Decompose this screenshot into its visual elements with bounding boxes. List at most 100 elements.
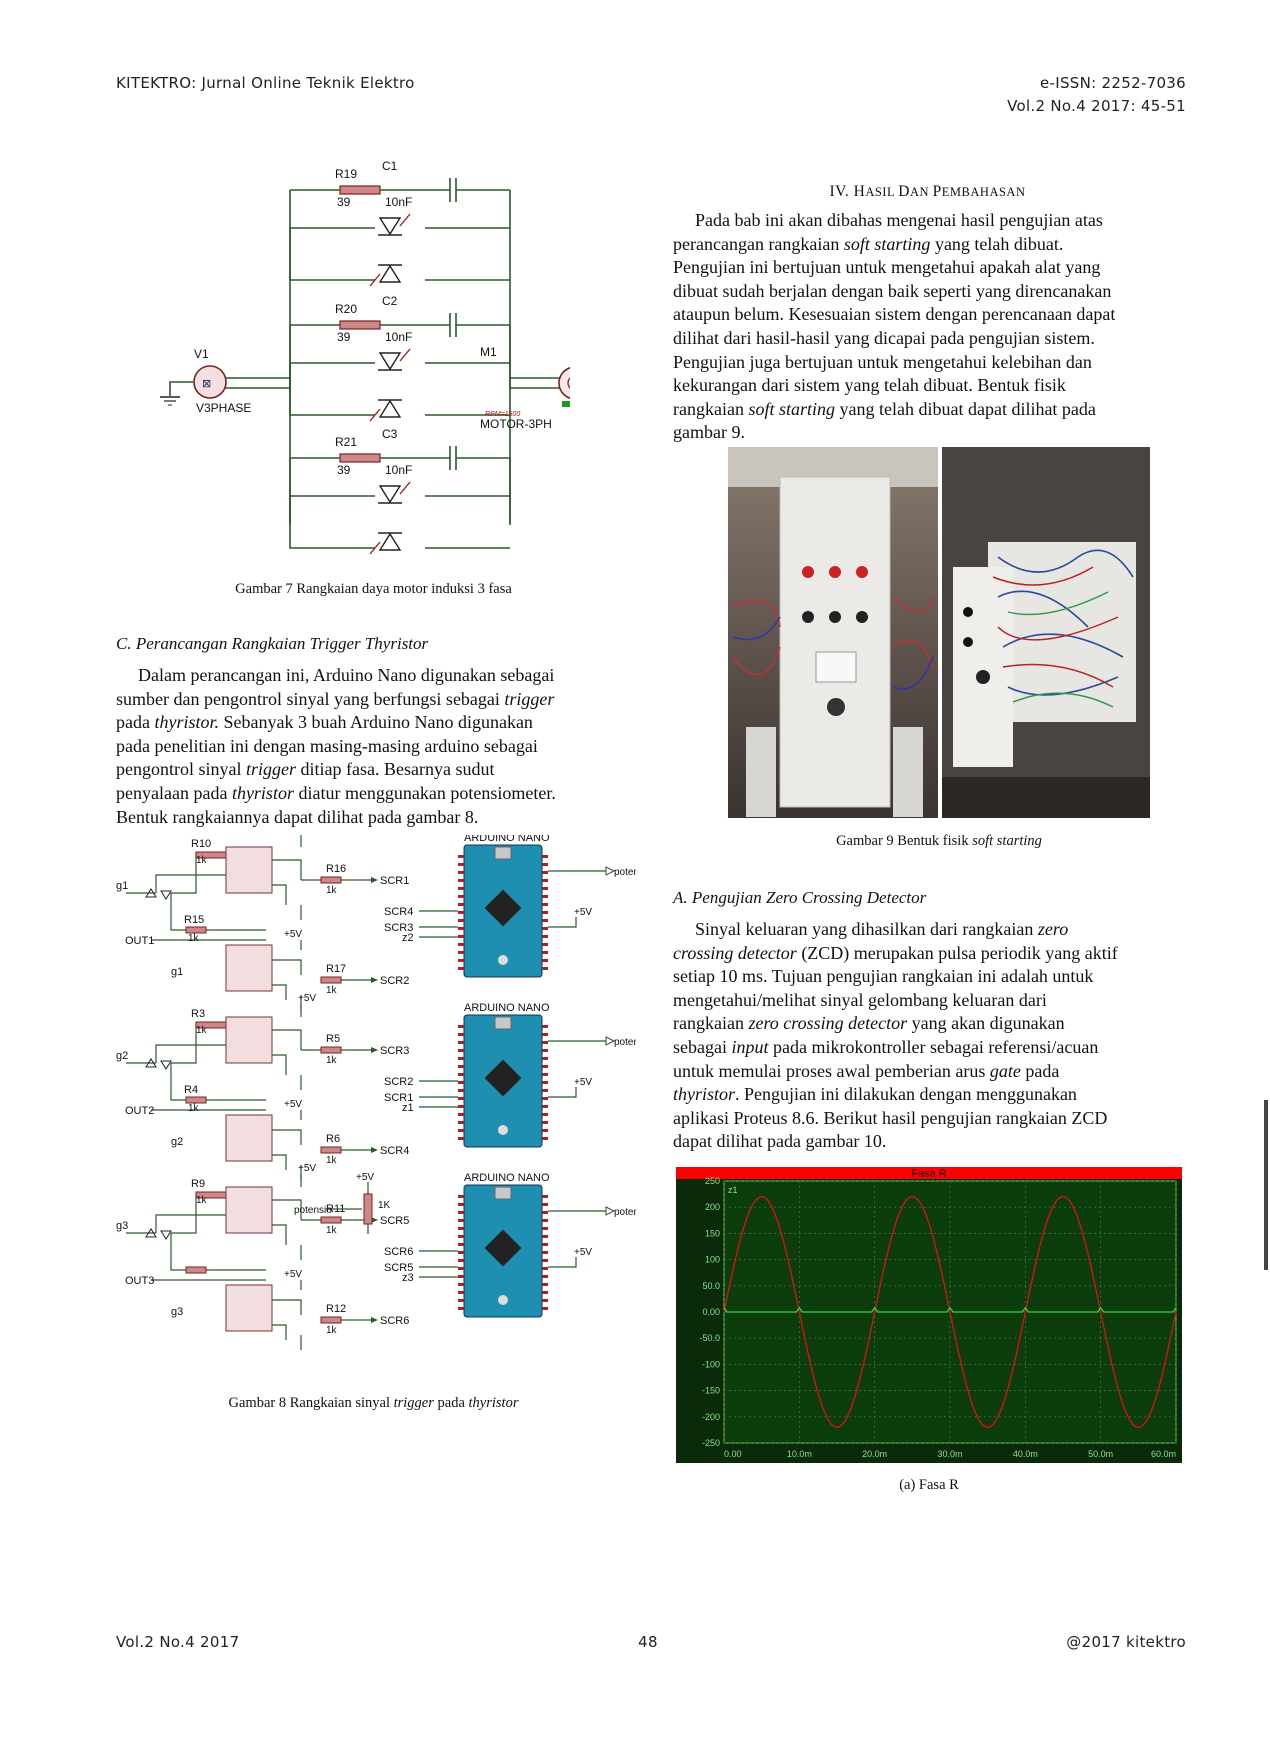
pin [458,863,464,866]
pin [458,1267,464,1270]
net-label: OUT1 [125,935,154,947]
pin [542,1307,548,1310]
text-line: Pengujian juga bertujuan untuk mengetahu… [673,351,1092,372]
pin [458,1195,464,1198]
pin [542,943,548,946]
pin [458,1291,464,1294]
resistor-label: R9 [191,1178,205,1190]
text-line: ataupun belum. Kesesuaian sistem dengan … [673,304,1116,325]
nano-title: ARDUINO NANO [464,1002,550,1014]
arrow [371,1217,378,1223]
pin [542,1211,548,1214]
resistor [320,1146,342,1154]
title-bar [676,1167,1182,1179]
net-label: OUT3 [125,1275,154,1287]
wire [548,917,577,928]
text-line: sumber dan pengontrol sinyal yang berfun… [116,688,555,709]
wire [419,910,458,938]
r21-value: 39 [337,463,351,477]
c3-value: 10nF [385,463,412,477]
wire [126,1194,266,1234]
resistor [185,926,207,934]
pin [542,959,548,962]
text-line: aplikasi Proteus 8.6. Berikut hasil peng… [673,1107,1108,1128]
scr-label: SCR5 [384,1262,413,1274]
text-line: Sinyal keluaran yang dihasilkan dari ran… [695,919,1069,939]
pin [542,967,548,970]
c1-value: 10nF [385,195,412,209]
pin [458,903,464,906]
series-line [723,1306,1177,1313]
diode [160,1230,172,1240]
wire [300,1005,321,1120]
pin [542,1081,548,1084]
pin [458,951,464,954]
y-tick-label: 200 [705,1202,720,1212]
pin [458,1227,464,1230]
pin [458,927,464,930]
v1-name: V3PHASE [196,401,251,415]
wire [272,1199,302,1260]
chart-title: Fasa R [911,1168,947,1180]
pin [542,951,548,954]
pin [458,1065,464,1068]
usb-port [494,846,512,860]
vcc-label: +5V [284,1099,302,1110]
pin [542,1267,548,1270]
pin [542,1283,548,1286]
y-tick-label: -150 [702,1386,720,1396]
c3-label: C3 [382,427,398,441]
net-label: g3 [116,1220,128,1232]
vcc-label: +5V [284,1269,302,1280]
trigger-block: R91kg3OUT3g3+5V+5VR111kR121kSCR5SCR6ARDU… [116,1163,636,1350]
pot-value: 1K [378,1200,391,1211]
rpm-label: RPM=1500 [485,411,520,418]
reset-button [498,1125,508,1135]
scr-label: SCR2 [384,1076,413,1088]
reset-button [498,1295,508,1305]
section-c-paragraph: Dalam perancangan ini, Arduino Nano digu… [116,664,626,829]
resistor-value: 1k [326,885,338,896]
series-line [723,1196,1177,1428]
arrow [371,977,378,983]
text-line: mengetahui/melihat sinyal gelombang kelu… [673,989,1047,1010]
c1-label: C1 [382,160,398,173]
pin [542,1065,548,1068]
series-label: z1 [728,1185,738,1195]
text-line: sebagai input pada mikrokontroller sebag… [673,1036,1099,1057]
pin [542,1275,548,1278]
pin [542,903,548,906]
pin [542,1243,548,1246]
pin [458,1049,464,1052]
pin [458,1211,464,1214]
text-line: Bentuk rangkaiannya dapat dilihat pada g… [116,806,479,827]
pin [542,1089,548,1092]
figure-7-caption: Gambar 7 Rangkaian daya motor induksi 3 … [235,581,512,597]
wire [419,1250,458,1278]
resistor [320,1216,342,1224]
figure-10-caption: (a) Fasa R [899,1477,959,1493]
text-line: Pengujian ini bertujuan untuk mengetahui… [673,257,1101,278]
pin [458,1243,464,1246]
x-tick-label: 0.00 [724,1449,742,1459]
wire [272,859,302,920]
resistor [185,1096,207,1104]
r20-label: R20 [335,302,357,316]
trigger-block: R31kR41kg2OUT2g2+5V+5VR51kR61kSCR3SCR4AR… [116,993,636,1180]
optocoupler [225,944,273,992]
net-label: g1 [116,880,128,892]
wire [548,1257,577,1268]
optocoupler [225,1114,273,1162]
vcc-label: +5V [298,1163,316,1174]
optocoupler [225,1186,273,1234]
text-line: rangkaian zero crossing detector yang ak… [673,1013,1065,1034]
y-tick-label: 100 [705,1255,720,1265]
pin [458,1073,464,1076]
x-tick-label: 60.0m [1151,1449,1176,1459]
scr-label: SCR4 [380,1145,409,1157]
svg-text:⊠: ⊠ [202,378,211,390]
pin [542,855,548,858]
text-line: pada penelitian ini dengan masing-masing… [116,735,538,756]
pin [458,1041,464,1044]
pin [458,855,464,858]
